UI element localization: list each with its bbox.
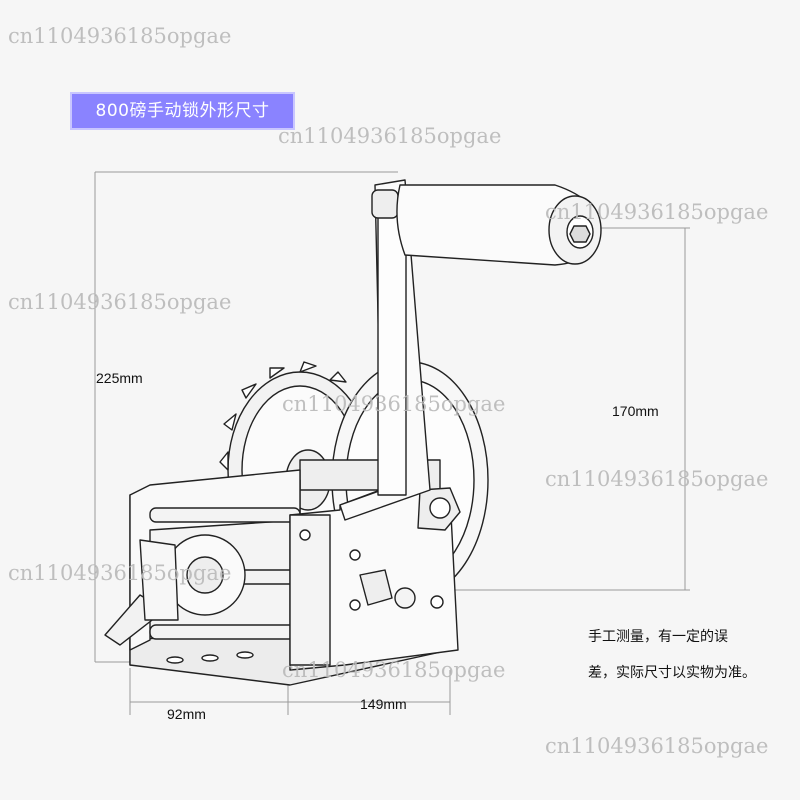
watermark-1: cn1104936185opgae [8,24,232,48]
dimension-225mm: 225mm [96,370,143,386]
watermark-3: cn1104936185opgae [545,200,769,224]
watermark-2: cn1104936185opgae [278,124,502,148]
note-line-1: 手工测量，有一定的误 [588,629,728,645]
winch [104,179,602,686]
dimension-149mm: 149mm [360,696,407,712]
watermark-4: cn1104936185opgae [8,290,232,314]
watermark-5: cn1104936185opgae [282,392,506,416]
watermark-8: cn1104936185opgae [282,658,506,682]
dimension-92mm: 92mm [167,706,206,722]
page-title: 800磅手动锁外形尺寸 [70,92,295,130]
note-line-2: 差，实际尺寸以实物为准。 [588,665,756,681]
dimension-lines [94,171,690,715]
watermark-6: cn1104936185opgae [545,467,769,491]
watermark-9: cn1104936185opgae [545,734,769,758]
watermark-7: cn1104936185opgae [8,561,232,585]
dimension-170mm: 170mm [612,403,659,419]
